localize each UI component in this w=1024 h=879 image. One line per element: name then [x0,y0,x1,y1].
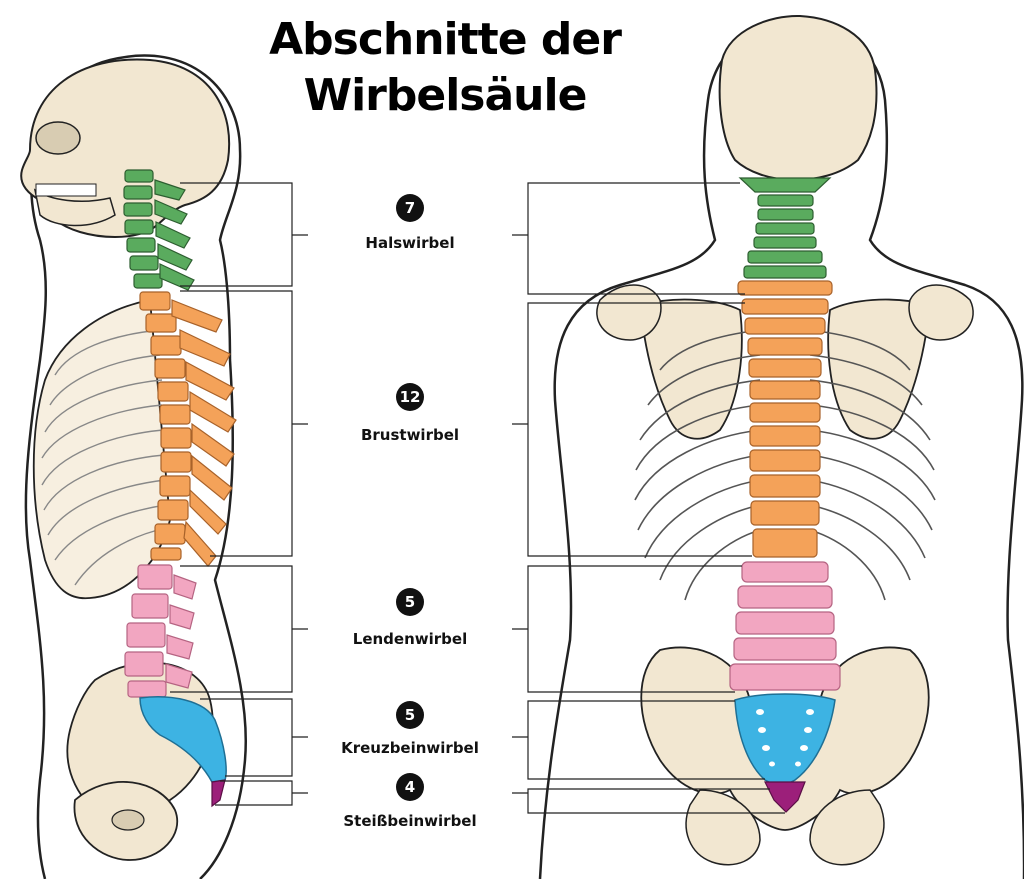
thoracic-label: Brustwirbel [360,426,460,444]
back-lumbar-spine [729,561,841,691]
cervical-count-badge: 7 [396,194,424,222]
side-eye-socket [35,121,81,155]
side-view-figure [20,54,247,879]
sacral-count-badge: 5 [396,701,424,729]
back-cervical-spine [738,177,832,279]
back-sacrum [734,693,836,786]
title-line-2: Wirbelsäule [303,70,588,121]
title-line-1: Abschnitte der [269,14,622,65]
right-bracket-cervical [512,182,745,295]
back-left-shoulder [596,284,662,341]
coccygeal-count-badge: 4 [396,773,424,801]
right-brackets [512,182,785,814]
side-teeth [35,183,97,197]
back-thoracic-spine [737,280,833,558]
side-coccyx [211,779,226,808]
back-hip-right [809,789,885,866]
diagram-title: Abschnitte der Wirbelsäule [250,12,640,124]
left-bracket-cervical [180,182,308,287]
left-bracket-coccygeal [215,780,308,806]
lumbar-count-badge: 5 [396,588,424,616]
side-cervical-spine [123,169,195,291]
back-right-scapula [827,298,931,440]
side-ribcage [32,298,171,600]
right-bracket-thoracic [512,302,752,557]
left-bracket-sacral [200,698,308,777]
left-brackets [170,182,308,806]
sacral-label: Kreuzbeinwirbel [341,739,479,757]
left-bracket-thoracic [180,290,308,557]
right-bracket-coccygeal [512,788,785,814]
cervical-label: Halswirbel [365,234,455,252]
back-view-figure [538,14,1024,879]
back-coccyx [764,781,806,813]
back-left-scapula [639,298,743,440]
side-thoracic-spine [139,291,237,567]
side-obturator [111,809,145,831]
left-bracket-lumbar [170,565,308,693]
side-lumbar-spine [124,564,197,698]
thoracic-count-badge: 12 [396,383,424,411]
back-skull [718,14,878,182]
right-bracket-sacral [512,700,765,780]
side-ribs [41,329,167,586]
lumbar-label: Lendenwirbel [352,630,468,648]
coccygeal-label: Steißbeinwirbel [343,812,477,830]
side-jaw [33,188,116,227]
back-right-shoulder [908,284,974,341]
back-hip-left [685,789,761,866]
side-body-outline [24,54,247,879]
right-bracket-lumbar [512,565,742,693]
